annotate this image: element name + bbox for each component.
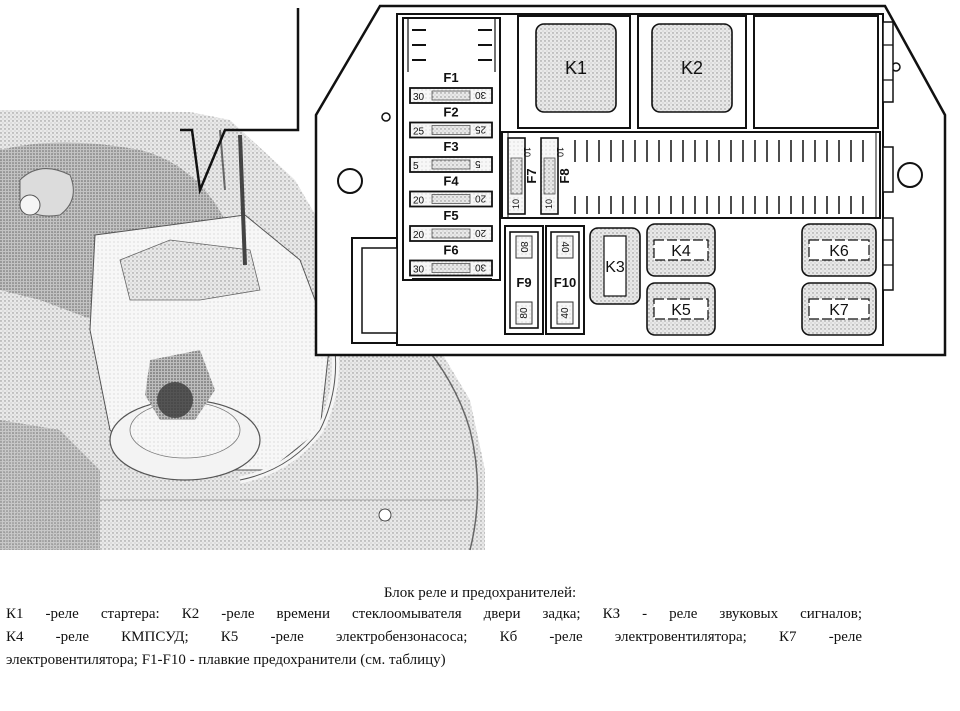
relay-label-k7: K7: [829, 302, 849, 319]
engine-bay-photo: [0, 110, 485, 551]
relay-k7: [801, 282, 877, 336]
fuse-rating-f9-bottom: 80: [519, 307, 530, 319]
relay-label-k3: K3: [605, 259, 625, 276]
fuse-rating-f3-left: 5: [413, 161, 419, 172]
relay-k4: [646, 223, 716, 277]
relay-k3: [589, 227, 641, 305]
fuse-rating-f6-left: 30: [413, 265, 425, 276]
fuse-label-f5: F5: [443, 208, 458, 223]
fuse-rating-f2-right: 25: [475, 124, 487, 135]
fuse-f8: 10 10: [540, 137, 565, 215]
fuse-rating-f6-right: 30: [475, 262, 487, 273]
fuse-label-f9: F9: [516, 275, 531, 290]
fuse-rating-f4-left: 20: [413, 196, 425, 207]
fuse-rating-f10-bottom: 40: [560, 307, 571, 319]
fuse-f1: 30 30: [409, 87, 493, 104]
relay-k6: [801, 223, 877, 277]
fuse-rating-f9-top: 80: [518, 241, 529, 253]
relay-k2: [651, 23, 733, 113]
fuse-label-f2: F2: [443, 105, 458, 120]
caption-line-2: К4 -реле КМПСУД; К5 -реле электробензона…: [6, 629, 862, 645]
fuse-rating-f5-left: 20: [413, 230, 425, 241]
relay-label-k1: K1: [565, 58, 587, 78]
fuse-f6: 30 30: [409, 259, 493, 277]
fuse-f7: 10 10: [507, 137, 532, 215]
fuse-rating-f4-right: 20: [475, 193, 487, 204]
fuse-rating-f7-bottom: 10: [511, 199, 521, 209]
fuse-rating-f10-top: 40: [559, 241, 570, 253]
relay-label-k6: K6: [829, 243, 849, 260]
fuse-rating-f8-bottom: 10: [544, 199, 554, 209]
fuse-f9: 80 80: [509, 231, 539, 329]
caption-title: Блок реле и предохранителей:: [383, 585, 577, 601]
callout-pointer: [180, 8, 300, 195]
fuse-label-f1: F1: [443, 70, 458, 85]
fuse-rating-f8-top: 10: [555, 147, 565, 157]
relay-k1: [535, 23, 617, 113]
fuse-label-f7: F7: [524, 168, 539, 183]
fuse-rating-f3-right: 5: [475, 158, 481, 169]
fuse-label-f4: F4: [443, 174, 459, 189]
relay-label-k4: K4: [671, 243, 691, 260]
fuse-label-f6: F6: [443, 243, 458, 258]
caption-line-1: К1 -реле стартера: К2 -реле времени стек…: [6, 606, 862, 622]
fuse-rating-f5-right: 20: [475, 227, 487, 238]
fuse-label-f8: F8: [557, 168, 572, 183]
caption-line-3: электровентилятора; F1-F10 - плавкие пре…: [6, 652, 446, 668]
fuse-rating-f2-left: 25: [413, 127, 425, 138]
fuse-f2: 25 25: [409, 121, 493, 139]
fuse-rating-f1-right: 30: [475, 89, 487, 100]
fuse-label-f10: F10: [554, 275, 576, 290]
relay-label-k5: K5: [671, 302, 691, 319]
relay-label-k2: K2: [681, 58, 703, 78]
fuse-f10: 40 40: [550, 231, 580, 329]
fuse-label-f3: F3: [443, 139, 458, 154]
fuse-rating-f7-top: 10: [522, 147, 532, 157]
fuse-rating-f1-left: 30: [413, 92, 425, 103]
relay-k5: [646, 282, 716, 336]
